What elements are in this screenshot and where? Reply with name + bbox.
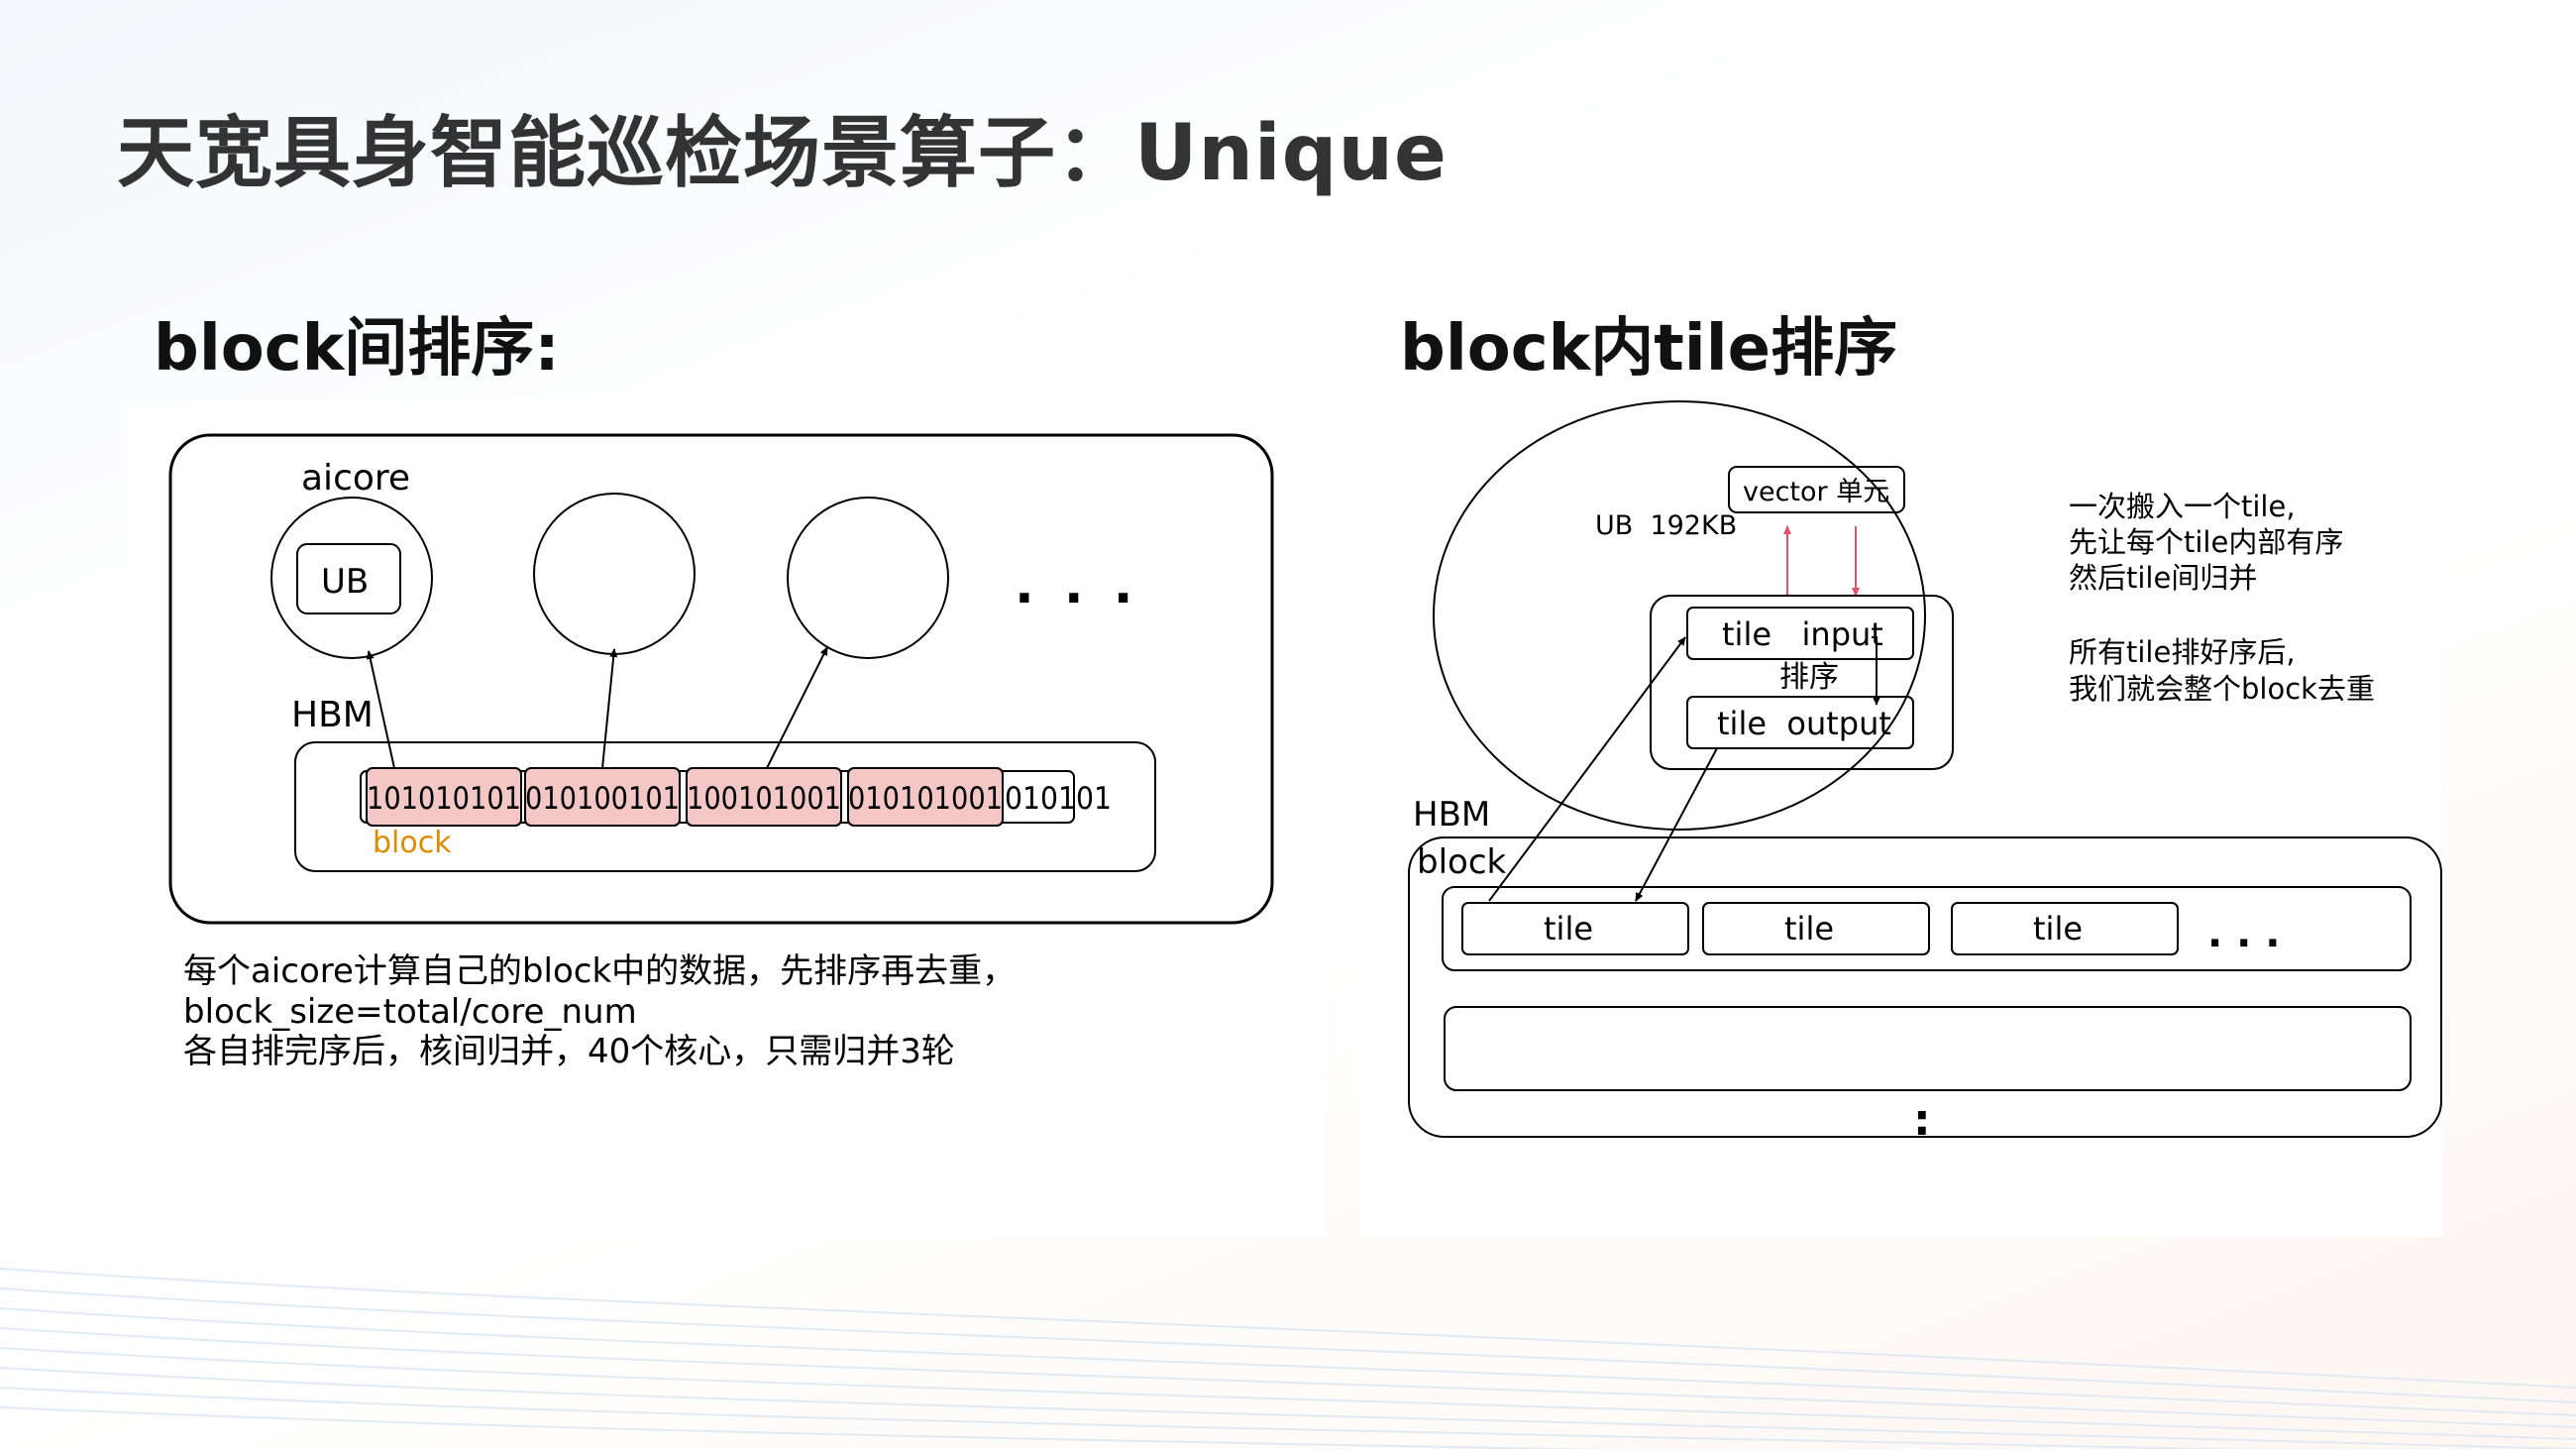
section-title-in-block-tile-sort: block内tile排序 [1400,312,1898,386]
note-line-5: 所有tile排好序后, [2069,635,2296,669]
tile-output-box [1686,696,1914,749]
data-block-1-bits: 101010101 [367,781,521,817]
data-block-1 [366,767,522,827]
description-line-3: 各自排完序后，核间归并，40个核心，只需归并3轮 [183,1032,955,1071]
description-line-2: block_size=total/core_num [183,992,637,1032]
note-line-6: 我们就会整个block去重 [2069,672,2375,706]
hbm-label: HBM [291,695,374,735]
tile-box-2 [1702,902,1930,955]
data-block-4-bits: 010101001 [848,781,1003,817]
data-block-3 [686,767,842,827]
data-block-2-bits: 010100101 [525,781,680,817]
aicore-container [168,433,1274,925]
description-line-1: 每个aicore计算自己的block中的数据，先排序再去重， [183,951,1016,991]
section-title-between-block-sort: block间排序: [154,312,560,386]
vector-unit-label: vector 单元 [1743,477,1889,507]
ub-ellipse [1433,400,1926,831]
tail-bits: 010101 [1005,781,1112,817]
more-cores-ellipsis: · · · [1015,569,1138,628]
arrow-block3-to-core3 [766,646,828,769]
arrow-block1-to-core1 [366,650,395,769]
more-tiles-ellipsis: . . . [2207,911,2280,956]
tile-output-label: tile output [1717,705,1891,742]
note-line-2: 先让每个tile内部有序 [2069,525,2343,559]
tile-input-box [1686,607,1914,660]
left-diagram: aicore UB · · · HBM 101010101 010100101 … [168,433,1274,1071]
more-rows-dots: : [1913,1095,1931,1146]
hbm-block-box [1408,836,2442,1138]
block-label: block [373,826,452,860]
tile-to-input-arrow [1488,636,1686,902]
output-to-tile-arrow [1635,747,1718,902]
empty-row-box [1444,1006,2412,1091]
note-line-1: 一次搬入一个tile, [2069,490,2296,523]
tile-label-2: tile [1784,910,1834,947]
hbm-label: HBM [1413,795,1490,835]
note-line-3: 然后tile间归并 [2069,561,2257,595]
arrow-block2-to-core2 [601,648,618,769]
tile-row-box [1442,886,2412,971]
aicore-circle-3 [787,497,949,659]
tile-input-label: tile input [1722,615,1883,653]
ub-label: UB [321,562,369,602]
tile-box-3 [1951,902,2179,955]
ub-box [296,543,401,614]
data-block-3-bits: 100101001 [687,781,841,817]
right-diagram: vector 单元 UB 192KB tile input 排序 tile ou… [1408,400,2442,1146]
data-block-4 [847,767,1004,827]
vector-unit-box [1728,466,1905,513]
aicore-circle-2 [533,493,696,655]
block-label: block [1417,842,1507,882]
tile-box-1 [1461,902,1689,955]
hbm-box [294,741,1156,872]
page-title: 天宽具身智能巡检场景算子：Unique [117,109,1448,198]
tile-label-3: tile [2033,910,2083,947]
right-diagram-panel: vector 单元 UB 192KB tile input 排序 tile ou… [1360,399,2442,1237]
aicore-label: aicore [301,458,410,499]
tile-label-1: tile [1544,910,1593,947]
ub-size-label: UB 192KB [1595,510,1737,541]
left-diagram-panel: aicore UB · · · HBM 101010101 010100101 … [127,399,1326,1237]
sort-label: 排序 [1779,660,1839,695]
input-to-output-arrow [1872,636,1880,706]
aicore-circle-1 [270,497,433,659]
